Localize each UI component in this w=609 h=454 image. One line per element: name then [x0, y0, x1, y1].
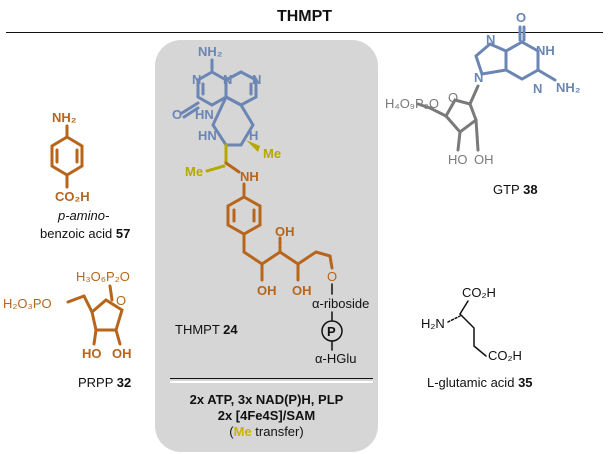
gtp-label: GTP 38 [493, 182, 538, 197]
prpp-label: PRPP 32 [78, 375, 132, 390]
gtp-oh: OH [474, 152, 494, 167]
gtp-ring-o: O [448, 90, 458, 105]
gtp-n-top: N [486, 32, 495, 47]
thmpt-me-left: Me [185, 164, 203, 179]
prpp-h3o6p2o: H₃O₆P₂O [76, 269, 130, 284]
paba-label-line1: p-amino- [58, 208, 110, 223]
prpp-ring-o: O [116, 293, 126, 308]
gtp-h4o9p3o: H₄O₉P₃O [385, 96, 439, 111]
prpp-oh: OH [112, 346, 132, 361]
thmpt-oh1: OH [257, 283, 277, 298]
thmpt-n2: N [192, 72, 201, 87]
conditions-line2: 2x [4Fe4S]/SAM [217, 408, 316, 423]
panel-divider [170, 378, 373, 379]
prpp-ho: HO [82, 346, 102, 361]
thmpt-nh-link: NH [240, 169, 259, 184]
paba-co2h: CO₂H [55, 189, 90, 204]
thmpt-structure: NH₂ N N N O HN HN H Me Me NH OH OH [172, 44, 369, 366]
thmpt-hn-left: HN [195, 107, 214, 122]
thmpt-oh3: OH [292, 283, 312, 298]
thmpt-label: THMPT 24 [175, 322, 238, 337]
gtp-nh: NH [536, 43, 555, 58]
gtp-structure: O NH N NH₂ N N O H₄O₉P₃O HO OH [385, 10, 581, 167]
conditions-line3: (Me transfer) [229, 424, 304, 439]
thmpt-oh2: OH [275, 224, 295, 239]
paba-nh2: NH₂ [52, 110, 77, 125]
glu-h2n: H₂N [421, 316, 445, 331]
thmpt-phosphate: P [327, 324, 336, 339]
gtp-ho: HO [448, 152, 468, 167]
thmpt-panel [155, 40, 378, 452]
me-wedge-bond [246, 140, 260, 152]
conditions-me: Me [233, 424, 252, 439]
prpp-structure: H₃O₆P₂O H₂O₃PO O HO OH [3, 269, 132, 361]
paba-label-line2: benzoic acid 57 [40, 226, 131, 241]
glu-co2h-top: CO₂H [462, 285, 496, 300]
panel-divider-highlight [170, 381, 373, 383]
conditions-line1: 2x ATP, 3x NAD(P)H, PLP [189, 392, 344, 407]
thmpt-hn-lower: HN [198, 128, 217, 143]
thmpt-o: O [172, 107, 182, 122]
thmpt-nh2: NH₂ [198, 44, 223, 59]
thmpt-o-ether: O [327, 269, 337, 284]
reaction-conditions: 2x ATP, 3x NAD(P)H, PLP 2x [4Fe4S]/SAM (… [155, 392, 378, 440]
gtp-nh2: NH₂ [556, 80, 581, 95]
gtp-n9: N [474, 70, 483, 85]
glutamic-label: L-glutamic acid 35 [427, 375, 533, 390]
thmpt-me-right: Me [263, 146, 281, 161]
gtp-o-top: O [516, 10, 526, 25]
glutamic-structure: CO₂H H₂N CO₂H [421, 285, 522, 363]
thmpt-h-lower: H [249, 128, 258, 143]
figure-title: THMPT [276, 8, 333, 25]
thmpt-n3: N [252, 72, 261, 87]
glu-co2h-bottom: CO₂H [488, 348, 522, 363]
title-rule [6, 32, 603, 33]
thmpt-alpha-riboside: α-riboside [312, 296, 369, 311]
paba-structure: NH₂ CO₂H [50, 110, 90, 204]
gtp-n-b: N [533, 81, 542, 96]
prpp-h2o3po: H₂O₃PO [3, 296, 52, 311]
thmpt-alpha-hglu: α-HGlu [315, 351, 356, 366]
